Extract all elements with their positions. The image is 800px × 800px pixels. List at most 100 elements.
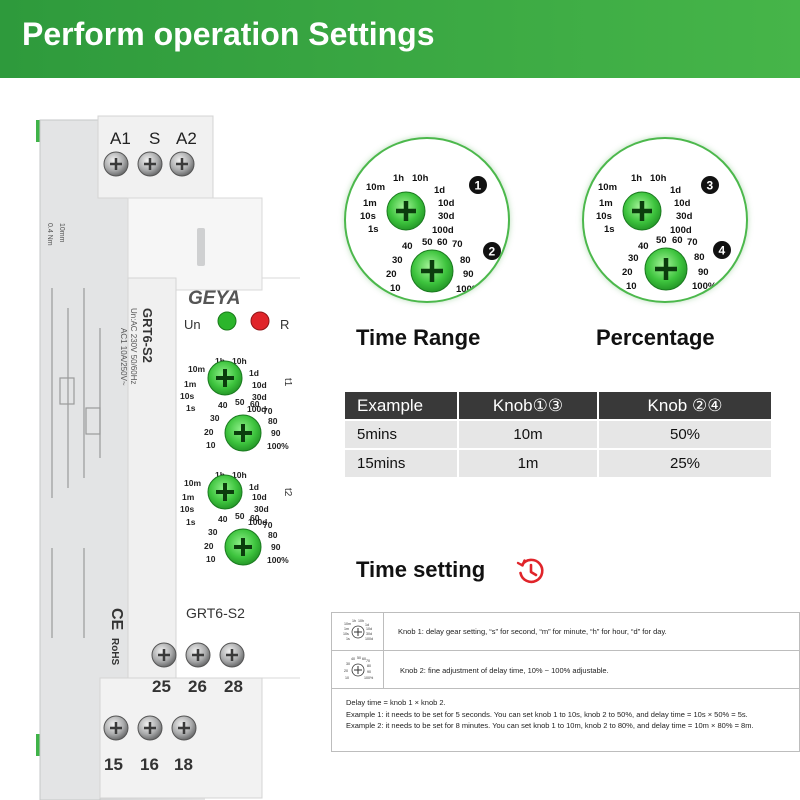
svg-text:90: 90 <box>271 542 281 552</box>
svg-text:1m: 1m <box>184 379 197 389</box>
scale-50: 50 <box>422 237 433 248</box>
scale-10m: 10m <box>366 182 385 193</box>
svg-text:10: 10 <box>206 440 216 450</box>
brand-logo: GEYA <box>188 288 240 309</box>
torque-label: 0.4 Nm <box>46 223 53 246</box>
torque-group: 0.4 Nm 10mm <box>46 223 65 246</box>
percentage-callout: 1h 10h 10m 1d 1m 10d 10s 30d 1s 100d 3 4… <box>582 137 748 303</box>
scale-100: 100% <box>692 281 717 292</box>
terminal-label-25: 25 <box>152 677 171 696</box>
header-banner: Perform operation Settings <box>0 0 800 78</box>
svg-text:4: 4 <box>719 244 726 258</box>
cell-knob-2-4: 25% <box>597 450 771 477</box>
scale-40: 40 <box>638 241 649 252</box>
svg-text:100%: 100% <box>267 555 289 565</box>
example-table-header: Example Knob①③ Knob ②④ <box>345 392 771 419</box>
scale-1h: 1h <box>631 173 642 184</box>
svg-text:10m: 10m <box>344 622 351 626</box>
cell-knob-1-3: 10m <box>457 421 597 448</box>
svg-text:1s: 1s <box>186 517 196 527</box>
svg-text:10m: 10m <box>188 364 205 374</box>
svg-text:40: 40 <box>218 400 228 410</box>
screw-top-a1[interactable] <box>103 151 129 177</box>
scale-10d: 10d <box>674 198 691 209</box>
svg-text:20: 20 <box>344 669 348 673</box>
callout-knob-1[interactable] <box>386 191 426 231</box>
examples-block: Delay time = knob 1 × knob 2. Example 1:… <box>346 697 754 732</box>
screw-18[interactable] <box>171 715 197 741</box>
screw-top-s[interactable] <box>137 151 163 177</box>
svg-text:10h: 10h <box>232 356 247 366</box>
table-row: 15mins 1m 25% <box>345 450 771 477</box>
scale-100d: 100d <box>670 225 692 236</box>
t1-label: t1 <box>282 378 293 387</box>
screw-15[interactable] <box>103 715 129 741</box>
screw-25[interactable] <box>151 642 177 668</box>
scale-90: 90 <box>463 269 474 280</box>
scale-100d: 100d <box>432 225 454 236</box>
knob-2-description: Knob 2: fine adjustment of delay time, 1… <box>400 666 609 675</box>
svg-text:50: 50 <box>357 656 361 660</box>
marker-3: 3 <box>701 176 719 194</box>
scale-30d: 30d <box>438 211 455 222</box>
side-current-label: AC1 10A/250V~ <box>119 328 128 386</box>
device-knob-2[interactable] <box>224 414 262 452</box>
scale-100: 100% <box>456 284 481 295</box>
terminal-label-26: 26 <box>188 677 207 696</box>
svg-text:10m: 10m <box>184 478 201 488</box>
svg-text:60: 60 <box>250 399 260 409</box>
slot <box>197 228 205 266</box>
terminal-label-s: S <box>149 129 160 148</box>
callout-knob-2[interactable] <box>410 249 454 293</box>
example-1-text: Example 1: it needs to be set for 5 seco… <box>346 709 748 719</box>
scale-20: 20 <box>386 269 397 280</box>
scale-10m: 10m <box>598 182 617 193</box>
svg-text:1h: 1h <box>352 619 356 623</box>
scale-1m: 1m <box>599 198 613 209</box>
marker-1: 1 <box>469 176 487 194</box>
led-label-un: Un <box>184 317 201 332</box>
svg-text:1d: 1d <box>249 368 259 378</box>
svg-text:100%: 100% <box>267 441 289 451</box>
time-range-knobs: 1h 10h 10m 1d 1m 10d 10s 30d 1s 100d 1 4… <box>360 173 501 295</box>
svg-text:1h: 1h <box>215 356 225 366</box>
ce-mark: CE <box>108 608 125 631</box>
strip-length-label: 10mm <box>58 223 65 243</box>
scale-60: 60 <box>672 235 683 246</box>
device-knob-4-scale: 40 50 60 70 30 80 20 90 10 100% <box>204 511 289 565</box>
device-knob-1[interactable] <box>207 360 243 396</box>
svg-text:1d: 1d <box>249 482 259 492</box>
terminal-label-16: 16 <box>140 755 159 774</box>
scale-1d: 1d <box>670 185 681 196</box>
screw-28[interactable] <box>219 642 245 668</box>
svg-text:1m: 1m <box>344 627 349 631</box>
cell-example: 5mins <box>357 426 398 443</box>
svg-text:90: 90 <box>271 428 281 438</box>
terminal-label-18: 18 <box>174 755 193 774</box>
svg-text:10d: 10d <box>252 492 267 502</box>
callout-knob-4[interactable] <box>644 247 688 291</box>
time-range-callout: 1h 10h 10m 1d 1m 10d 10s 30d 1s 100d 1 4… <box>344 137 510 303</box>
svg-text:80: 80 <box>268 530 278 540</box>
scale-30: 30 <box>392 255 403 266</box>
device-knob-3[interactable] <box>207 474 243 510</box>
scale-10h: 10h <box>412 173 429 184</box>
callout-knob-3[interactable] <box>622 191 662 231</box>
scale-80: 80 <box>694 252 705 263</box>
front-model-label: GRT6-S2 <box>186 605 245 621</box>
scale-10s: 10s <box>360 211 376 222</box>
svg-text:100d: 100d <box>248 517 267 527</box>
terminal-label-a1: A1 <box>110 129 131 148</box>
screw-26[interactable] <box>185 642 211 668</box>
time-setting-title: Time setting <box>356 557 486 582</box>
screw-16[interactable] <box>137 715 163 741</box>
svg-text:10s: 10s <box>180 391 194 401</box>
device-knob-4[interactable] <box>224 528 262 566</box>
screw-top-a2[interactable] <box>169 151 195 177</box>
header-example: Example <box>357 395 424 415</box>
svg-text:80: 80 <box>268 416 278 426</box>
